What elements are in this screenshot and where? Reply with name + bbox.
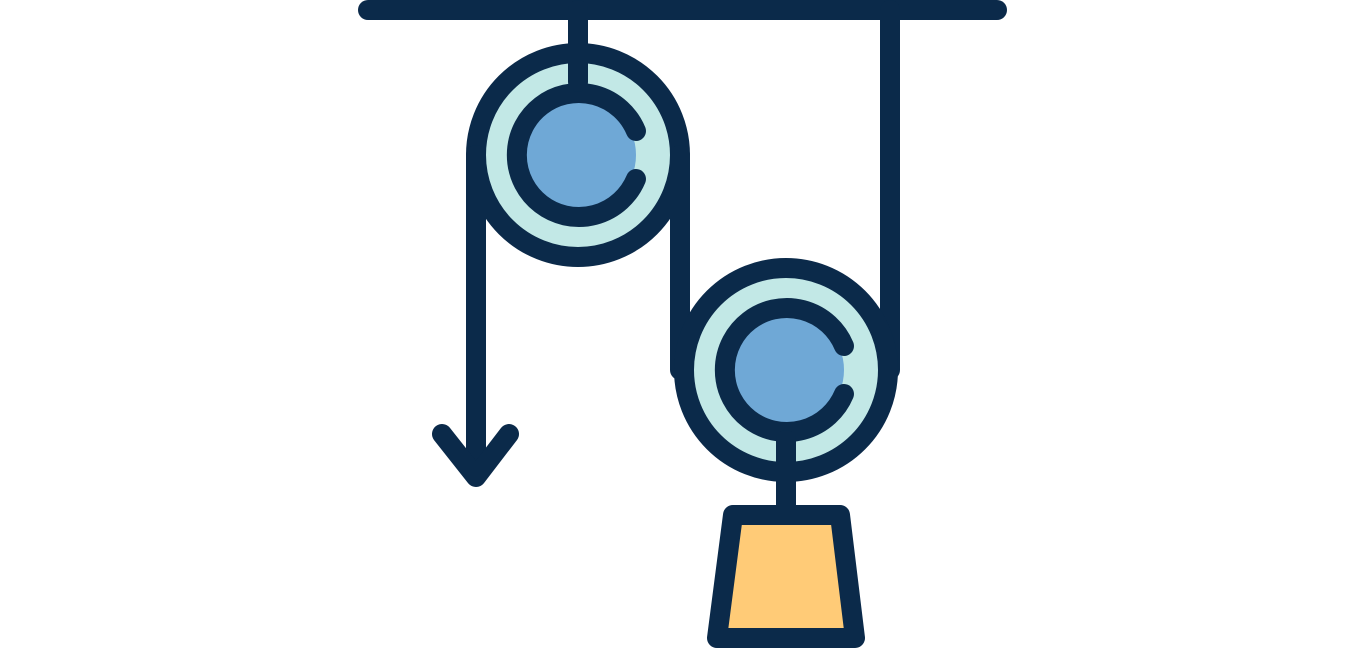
pull-arrow-icon xyxy=(432,424,519,487)
fixed-pulley-inner-ring xyxy=(506,83,646,227)
fixed-pulley-hub xyxy=(520,97,636,213)
movable-pulley-inner-ring xyxy=(714,298,854,442)
movable-pulley-hub xyxy=(728,312,844,428)
weight xyxy=(707,505,865,648)
